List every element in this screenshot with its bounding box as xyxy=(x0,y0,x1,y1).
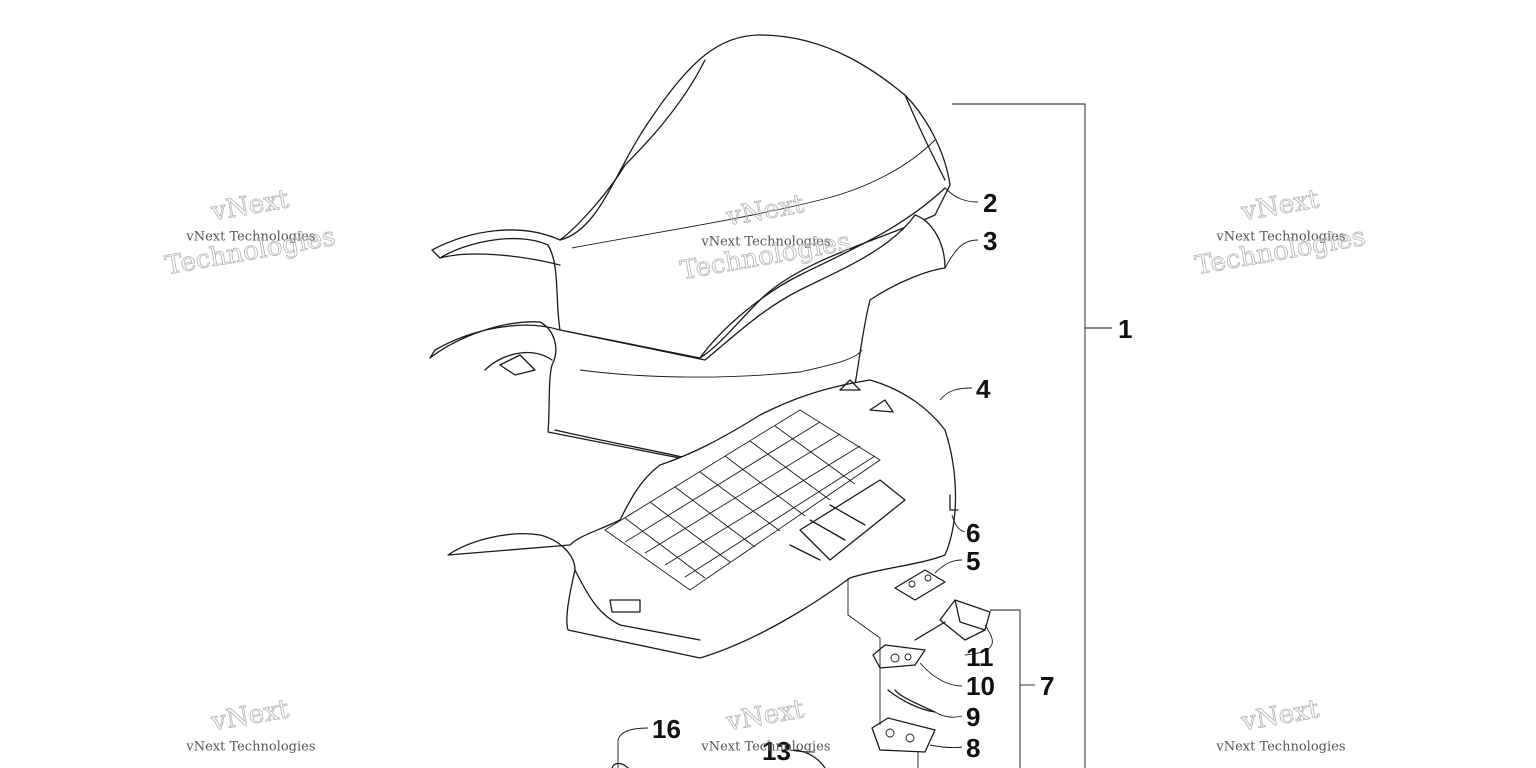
hardware-drawing xyxy=(611,494,991,768)
watermark-bottom-right: vNext vNext Technologies xyxy=(1215,694,1345,755)
leader-lines xyxy=(617,103,1112,768)
svg-text:vNext: vNext xyxy=(723,694,806,737)
svg-text:vNext Technologies: vNext Technologies xyxy=(700,740,830,755)
svg-text:vNext Technologies: vNext Technologies xyxy=(1215,230,1345,245)
callout-4: 4 xyxy=(976,374,991,404)
callout-10: 10 xyxy=(966,671,995,701)
callout-8: 8 xyxy=(966,733,980,763)
callout-9: 9 xyxy=(966,702,980,732)
svg-text:vNext: vNext xyxy=(1238,184,1321,227)
svg-text:vNext: vNext xyxy=(208,694,291,737)
svg-text:vNext: vNext xyxy=(208,184,291,227)
watermark-top-left: vNext vNext Technologies Technologies xyxy=(163,184,338,282)
watermark-bottom-left: vNext vNext Technologies xyxy=(185,694,315,755)
svg-text:vNext Technologies: vNext Technologies xyxy=(700,235,830,250)
callout-7: 7 xyxy=(1040,671,1054,701)
callouts: 1 2 3 4 5 6 7 8 9 10 11 13 16 xyxy=(652,188,1132,766)
svg-text:vNext Technologies: vNext Technologies xyxy=(185,740,315,755)
svg-text:vNext Technologies: vNext Technologies xyxy=(1215,740,1345,755)
callout-11: 11 xyxy=(966,642,994,672)
seat-base-drawing xyxy=(447,379,957,659)
svg-text:vNext: vNext xyxy=(1238,694,1321,737)
seat-cover-drawing xyxy=(431,34,951,359)
callout-3: 3 xyxy=(983,226,997,256)
callout-5: 5 xyxy=(966,546,980,576)
callout-13: 13 xyxy=(762,736,791,766)
callout-6: 6 xyxy=(966,518,980,548)
callout-1: 1 xyxy=(1118,314,1132,344)
callout-2: 2 xyxy=(983,188,997,218)
svg-text:vNext Technologies: vNext Technologies xyxy=(185,230,315,245)
watermark-top-right: vNext vNext Technologies Technologies xyxy=(1193,184,1368,282)
callout-16: 16 xyxy=(652,714,681,744)
